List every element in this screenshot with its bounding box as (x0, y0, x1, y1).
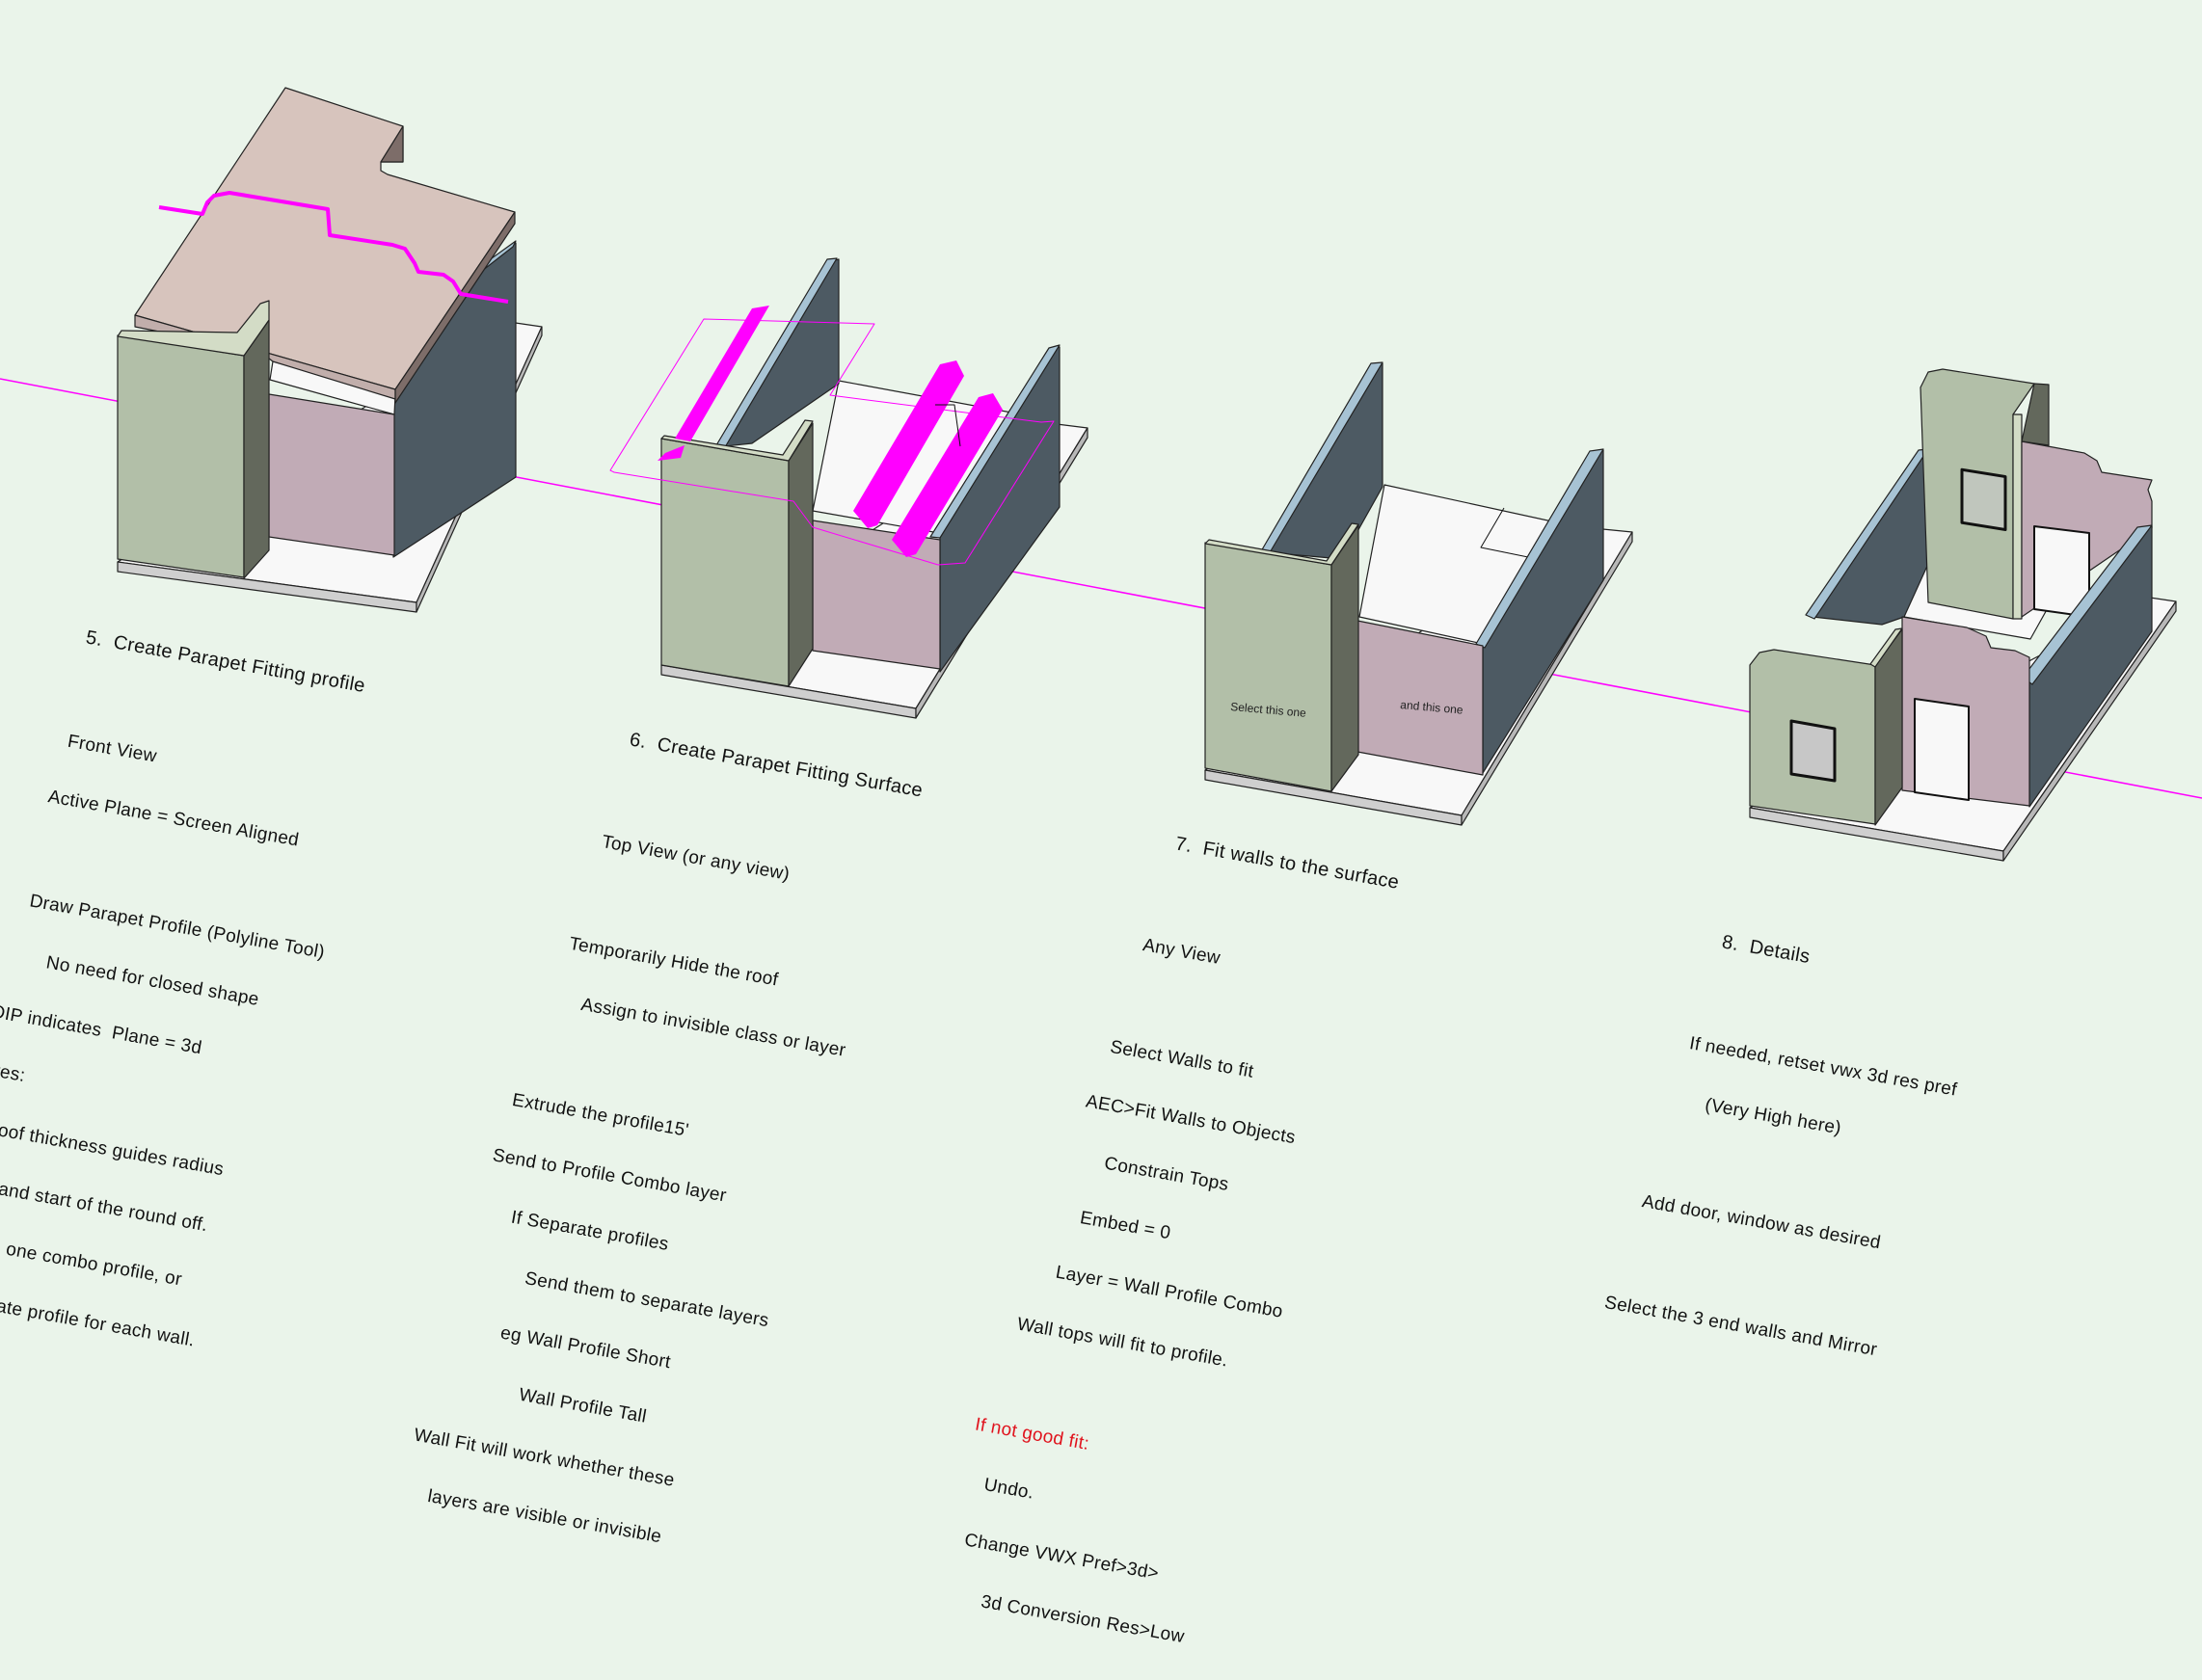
floor-outline (935, 404, 961, 447)
floor-slab-edge-side (1461, 531, 1633, 826)
wall-green-back-side (2021, 383, 2050, 446)
step-8-line: (Very High here) (1703, 1094, 1843, 1139)
roof-edge-side (394, 211, 516, 404)
step-6-line: Send them to separate layers (523, 1268, 771, 1332)
step-5-line: Can be one combo profile, or (0, 1234, 184, 1291)
step-6-line: Temporarily Hide the roof (567, 933, 780, 991)
wall-pink (1356, 620, 1484, 776)
step-5-line: No need for closed shape (44, 952, 261, 1010)
step-7-line: Wall tops will fit to profile. (1015, 1314, 1230, 1372)
roof-notch (380, 125, 404, 163)
step-7-warning-heading: If not good fit: (973, 1414, 1091, 1454)
wall-blue-left (1812, 450, 1929, 626)
step-8-line: Select the 3 end walls and Mirror (1602, 1292, 1879, 1361)
wall-pink (268, 393, 395, 556)
step-5-title: 5. Create Parapet Fitting profile (84, 627, 367, 698)
wall-green-side (1330, 524, 1359, 792)
step-6-line: eg Wall Profile Short (498, 1322, 673, 1373)
parapet-profile-polyline (158, 191, 509, 304)
step-7-line: Constrain Tops (1102, 1153, 1231, 1195)
window-back (1960, 467, 2007, 531)
wall-green-front-cap (1869, 627, 1903, 668)
wall-green-front (117, 334, 245, 578)
step-8-title: 8. Details (1720, 931, 1813, 969)
step-7-line: Select Walls to fit (1108, 1036, 1255, 1082)
wall-green-front (660, 438, 790, 687)
step-5-line: Notes: (0, 1056, 27, 1087)
step-8-line: If needed, retset vwx 3d res pref (1687, 1033, 1959, 1101)
step-5-line: Roof thickness guides radius (0, 1117, 226, 1181)
wall-green-side (788, 422, 814, 687)
step-8-line: Add door, window as desired (1640, 1191, 1883, 1254)
step-6-title: 6. Create Parapet Fitting Surface (628, 729, 925, 802)
wall-green-cap (1204, 522, 1359, 566)
wall-green-cap (117, 300, 270, 357)
step-7-warning-line: Undo. (981, 1475, 1036, 1504)
model-step-6 (609, 257, 1088, 719)
step-5-line: OIP indicates Plane = 3d (0, 1001, 203, 1059)
window-front (1789, 719, 1837, 783)
floor-outline (1480, 507, 1529, 558)
step-7-title: 7. Fit walls to the surface (1173, 833, 1401, 893)
diagram-canvas (0, 87, 2202, 862)
step-7-warning-line: 3d Conversion Res>Low (979, 1591, 1187, 1648)
step-7-line: Any View (1141, 935, 1222, 969)
step-7-warning-line: Change VWX Pref>3d> (962, 1530, 1161, 1585)
wall-green-side (243, 319, 270, 579)
step-6-line: Wall Profile Tall (517, 1384, 649, 1427)
step-5-line: Draw Parapet Profile (Polyline Tool) (28, 891, 327, 963)
wall-green-back-edge (2012, 413, 2023, 620)
floor-slab-edge-side (2002, 600, 2177, 862)
step-5-line: and start of the round off. (0, 1179, 210, 1237)
step-6-line: Assign to invisible class or layer (578, 994, 847, 1061)
model-step-8 (1749, 368, 2177, 862)
wall-blue-right-cap (929, 344, 1061, 539)
door-front (1914, 698, 1970, 801)
model-step-7 (1204, 361, 1633, 826)
step-7-line: Embed = 0 (1078, 1208, 1172, 1244)
step-7-line: Layer = Wall Profile Combo (1054, 1262, 1285, 1322)
step-5-line: Active Plane = Screen Aligned (46, 787, 301, 851)
wall-green-front (1204, 542, 1332, 792)
step-6-line: Top View (or any view) (600, 831, 792, 885)
wall-green-cap (660, 419, 814, 462)
step-5-line: Front View (66, 731, 159, 767)
step-5-line: separate profile for each wall. (0, 1288, 197, 1351)
parapet-fitting-surface (609, 306, 1055, 566)
model-step-5 (117, 87, 543, 613)
step-6-line: If Separate profiles (509, 1207, 671, 1255)
